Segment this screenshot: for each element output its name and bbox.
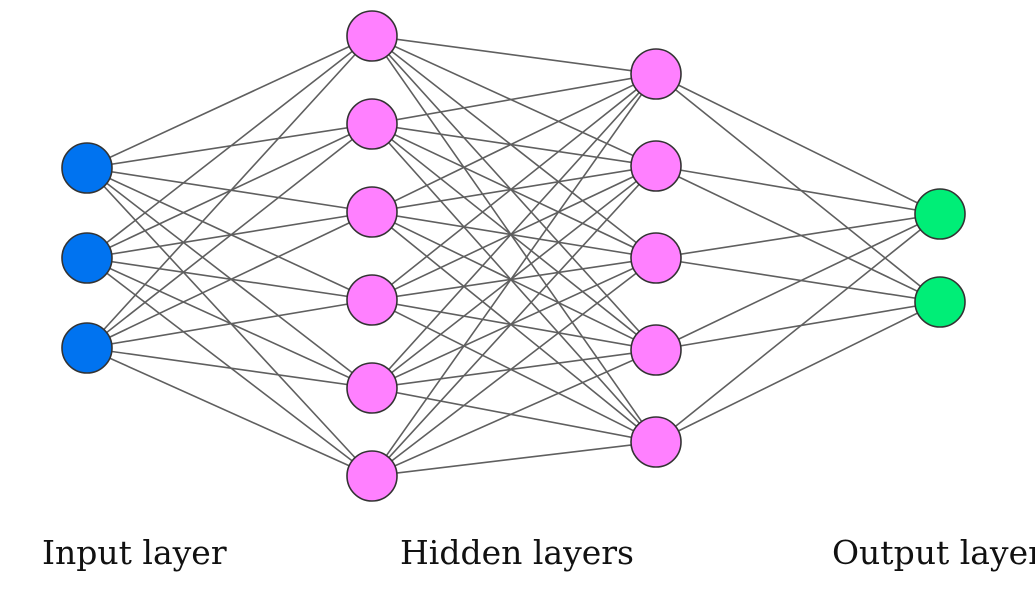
input-node-2: [61, 232, 113, 284]
edge-l1n3-l2n4: [371, 299, 657, 443]
edge-l2n3-l3n0: [655, 213, 941, 351]
edge-l0n1-l1n5: [86, 257, 373, 477]
input-node-3: [61, 322, 113, 374]
edge-l1n4-l2n0: [371, 73, 657, 389]
edge-l1n1-l2n0: [371, 73, 657, 125]
input-node-1: [61, 142, 113, 194]
edge-l0n0-l1n3: [86, 167, 373, 301]
connections: [86, 35, 941, 477]
edge-l0n2-l1n5: [86, 347, 373, 477]
edge-l2n0-l3n0: [655, 73, 941, 215]
output-layer-label: Output layer: [832, 533, 1035, 572]
hidden2-node-4: [630, 324, 682, 376]
edge-l1n0-l2n4: [371, 35, 657, 443]
neurons: [61, 10, 966, 502]
output-node-1: [914, 188, 966, 240]
edge-l1n3-l2n0: [371, 73, 657, 301]
edge-l0n2-l1n2: [86, 211, 373, 349]
hidden1-node-1: [346, 10, 398, 62]
edge-l1n4-l2n1: [371, 165, 657, 389]
edge-l0n0-l1n0: [86, 35, 373, 169]
edge-l0n1-l1n3: [86, 257, 373, 301]
output-node-2: [914, 276, 966, 328]
hidden1-node-2: [346, 98, 398, 150]
edge-l2n0-l3n1: [655, 73, 941, 303]
edge-l1n4-l2n4: [371, 387, 657, 443]
edge-l1n2-l2n2: [371, 211, 657, 259]
edge-l1n5-l2n4: [371, 441, 657, 477]
edge-l0n2-l1n1: [86, 123, 373, 349]
edge-l1n4-l2n2: [371, 257, 657, 389]
edge-l2n2-l3n1: [655, 257, 941, 303]
edge-l0n2-l1n4: [86, 347, 373, 389]
input-layer-label: Input layer: [42, 533, 227, 572]
edge-l2n4-l3n1: [655, 301, 941, 443]
edge-l1n5-l2n0: [371, 73, 657, 477]
edge-l2n1-l3n0: [655, 165, 941, 215]
hidden-layers-label: Hidden layers: [400, 533, 634, 572]
edge-l1n3-l2n3: [371, 299, 657, 351]
edge-l1n0-l2n1: [371, 35, 657, 167]
edge-l0n0-l1n4: [86, 167, 373, 389]
edge-l0n2-l1n0: [86, 35, 373, 349]
edge-l0n0-l1n2: [86, 167, 373, 213]
edge-l1n5-l2n2: [371, 257, 657, 477]
edge-l1n0-l2n2: [371, 35, 657, 259]
edge-l1n5-l2n3: [371, 349, 657, 477]
edge-l1n1-l2n2: [371, 123, 657, 259]
edge-l0n0-l1n5: [86, 167, 373, 477]
hidden1-node-3: [346, 186, 398, 238]
edge-l1n3-l2n2: [371, 257, 657, 301]
edge-l1n1-l2n1: [371, 123, 657, 167]
edge-l0n1-l1n0: [86, 35, 373, 259]
edge-l1n0-l2n0: [371, 35, 657, 75]
hidden1-node-5: [346, 362, 398, 414]
edge-l2n1-l3n1: [655, 165, 941, 303]
edge-l1n2-l2n3: [371, 211, 657, 351]
edge-l1n5-l2n1: [371, 165, 657, 477]
hidden1-node-6: [346, 450, 398, 502]
edge-l1n3-l2n1: [371, 165, 657, 301]
edge-l1n0-l2n3: [371, 35, 657, 351]
edge-l1n1-l2n3: [371, 123, 657, 351]
edge-l2n3-l3n1: [655, 301, 941, 351]
hidden2-node-2: [630, 140, 682, 192]
edge-l1n4-l2n3: [371, 349, 657, 389]
edge-l1n2-l2n0: [371, 73, 657, 213]
hidden2-node-5: [630, 416, 682, 468]
edge-l2n4-l3n0: [655, 213, 941, 443]
edge-l1n2-l2n1: [371, 165, 657, 213]
edge-l2n2-l3n0: [655, 213, 941, 259]
hidden2-node-3: [630, 232, 682, 284]
edge-l1n1-l2n4: [371, 123, 657, 443]
edge-l0n1-l1n4: [86, 257, 373, 389]
hidden1-node-4: [346, 274, 398, 326]
edge-l1n2-l2n4: [371, 211, 657, 443]
hidden2-node-1: [630, 48, 682, 100]
edge-l0n2-l1n3: [86, 299, 373, 349]
